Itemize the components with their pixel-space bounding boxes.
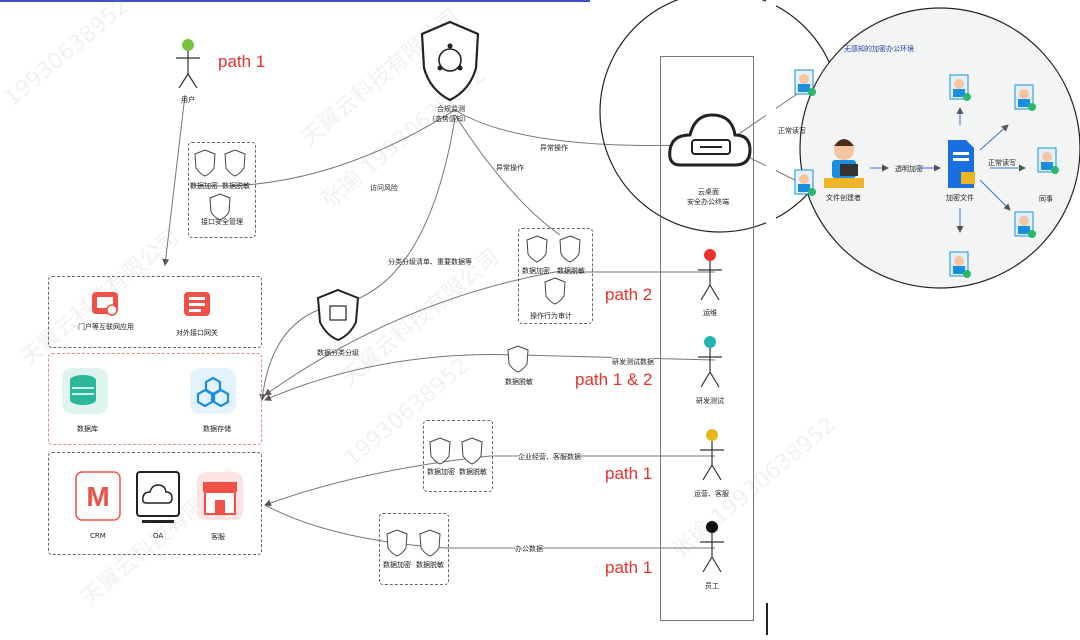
creator-avatar-icon xyxy=(824,139,864,188)
path-label-1c: path 1 xyxy=(605,558,653,577)
audit-label: 操作行为审计 xyxy=(530,312,572,320)
edge-office-data: 办公数据 xyxy=(515,544,543,554)
inset-creator: 文件创建者 xyxy=(826,194,861,202)
path-label-12: path 1 & 2 xyxy=(575,370,653,389)
security-box-office xyxy=(379,513,449,585)
edge-access-risk: 访问风险 xyxy=(370,184,398,192)
encrypt-label: 数据加密 xyxy=(427,468,455,476)
edge-rd-data: 研发测试数据 xyxy=(612,357,654,367)
mask-label: 数据脱敏 xyxy=(222,182,250,190)
mask-label: 数据脱敏 xyxy=(557,267,585,275)
edge-classify-list: 分类分级清单、重要数据等 xyxy=(388,258,472,266)
inset-normal-rw: 正常读写 xyxy=(778,127,806,135)
storage-label: 数据存储 xyxy=(203,425,231,433)
data-classify-label: 数据分类分级 xyxy=(317,349,359,357)
staff-label: 员工 xyxy=(705,582,719,590)
security-box-user xyxy=(188,142,256,238)
api-security-label: 接口安全管理 xyxy=(201,218,243,226)
data-group xyxy=(48,353,262,445)
edge-biz-data: 企业经营、客服数据 xyxy=(518,452,581,462)
compliance-sublabel: （态势感知） xyxy=(428,115,470,123)
encrypt-label: 数据加密 xyxy=(522,267,550,275)
path-label-2: path 2 xyxy=(605,285,653,304)
encrypt-label: 数据加密 xyxy=(190,182,218,190)
avatar-icons xyxy=(794,69,1059,278)
mask-label: 数据脱敏 xyxy=(416,561,444,569)
svg-text:M: M xyxy=(86,481,109,512)
inset-normal-rw-2: 正常读写 xyxy=(988,159,1016,167)
top-bar xyxy=(0,0,590,2)
cloud-desktop-panel xyxy=(660,56,754,621)
operations-label: 运营、客服 xyxy=(694,490,729,498)
portal-label: 门户等互联网应用 xyxy=(78,323,134,331)
path-label-1b: path 1 xyxy=(605,464,653,483)
business-app-group xyxy=(48,452,262,555)
crm-label: CRM xyxy=(90,532,106,540)
path-label-1: path 1 xyxy=(218,52,266,71)
oa-label: OA xyxy=(153,532,164,540)
security-box-ops xyxy=(518,228,593,324)
mask-label: 数据脱敏 xyxy=(459,468,487,476)
ops-label: 运维 xyxy=(703,309,717,317)
rd-label: 研发测试 xyxy=(696,397,724,405)
database-label: 数据库 xyxy=(77,425,98,433)
security-box-biz xyxy=(423,420,493,492)
inset-transparent-enc: 透明加密 xyxy=(895,165,923,173)
compliance-label: 合规监测 xyxy=(437,105,465,113)
encrypted-file-icon xyxy=(948,140,975,188)
edge-abnormal-1: 异常操作 xyxy=(540,144,568,152)
inset-colleague: 同事 xyxy=(1039,195,1053,203)
cloud-desktop-sublabel: 安全办公终端 xyxy=(687,198,729,206)
gateway-label: 对外接口网关 xyxy=(176,329,218,337)
inset-enc-file: 加密文件 xyxy=(946,194,974,202)
cloud-desktop-label: 云桌面 xyxy=(698,188,719,196)
edge-abnormal-2: 异常操作 xyxy=(496,164,524,172)
app-group-internet xyxy=(48,276,262,348)
encrypt-label: 数据加密 xyxy=(383,561,411,569)
text-cursor xyxy=(766,603,768,635)
user-label: 用户 xyxy=(181,96,195,104)
mask-single-label: 数据脱敏 xyxy=(505,378,533,386)
service-label: 客服 xyxy=(211,533,225,541)
inset-title: 无感知的加密办公环境 xyxy=(844,45,914,53)
